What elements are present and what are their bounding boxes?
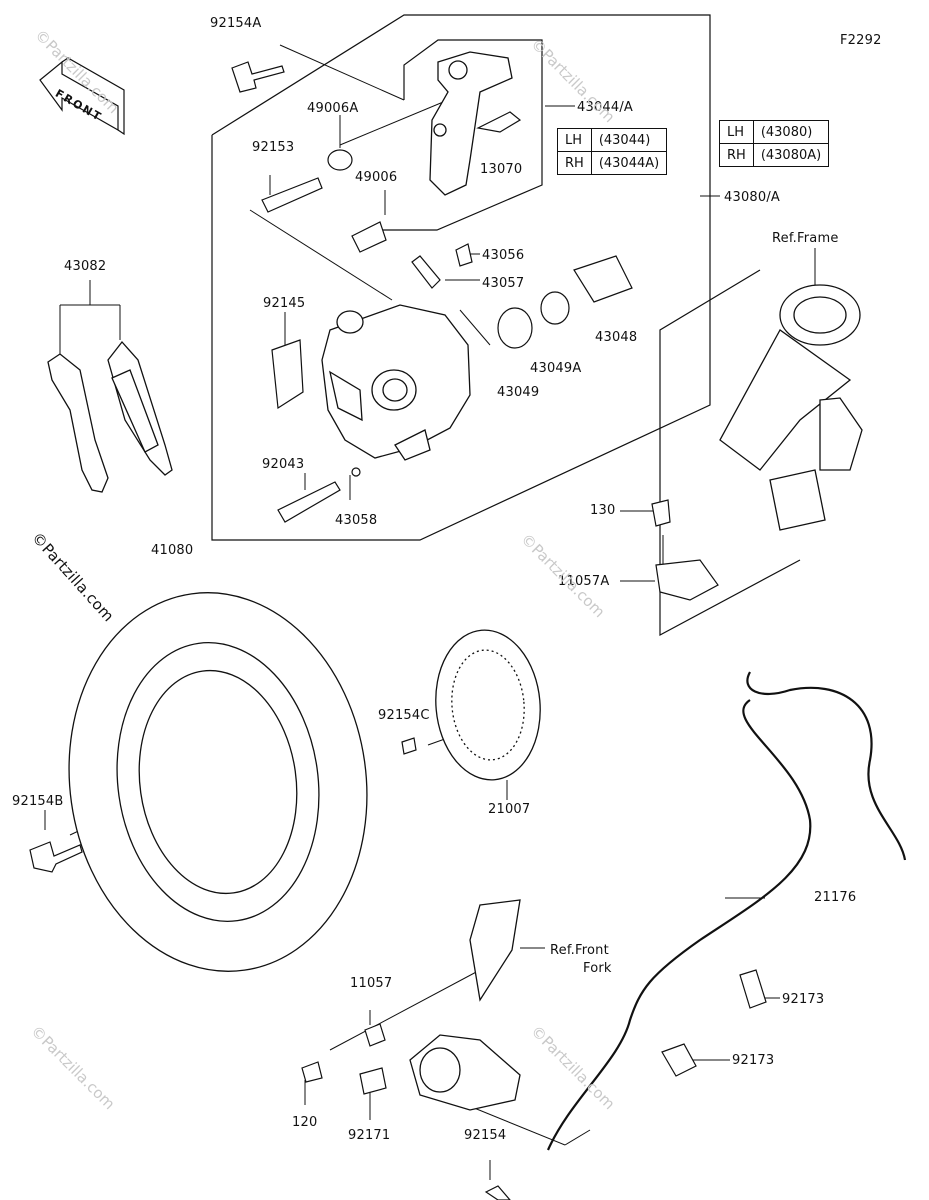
spring-13070-icon [476,111,522,133]
seal-43049-icon [497,307,533,349]
clamp-92173b-icon [661,1043,697,1077]
table-cell: RH [719,143,754,167]
label-43058: 43058 [335,513,378,528]
abs-rotor-icon [435,629,541,781]
grommet-92171-icon [359,1067,387,1095]
label-11057: 11057 [350,976,393,991]
abs-sensor-cable-icon [546,671,907,1151]
label-21176: 21176 [814,890,857,905]
table-row: LH (43080) [719,120,830,144]
table-cell: (43080A) [752,143,830,167]
brake-caliper-icon [321,304,471,461]
ref-frame-label: Ref.Frame [772,231,839,246]
label-92154c: 92154C [378,708,430,723]
brake-disc-icon [68,592,368,972]
table-cell: (43044A) [590,151,668,175]
table-cell: LH [719,120,754,144]
clamp-92173-icon [739,969,767,1009]
brake-pad-icon [47,340,173,493]
label-49006a: 49006A [307,101,359,116]
label-43049: 43049 [497,385,540,400]
label-11057a: 11057A [558,574,610,589]
frame-ref-icon [719,284,863,531]
pin-92043-icon [277,481,341,523]
front-arrow-icon [39,57,125,136]
label-43057: 43057 [482,276,525,291]
clip-43058-icon [351,467,361,477]
table-row: LH (43044) [557,128,668,152]
ref-front-fork-label-line1: Ref.Front [550,943,609,958]
label-92154: 92154 [464,1128,507,1143]
bolt-92154b-icon [29,841,83,873]
pin-92153-icon [261,177,323,213]
label-130: 130 [590,503,616,518]
bolt-120-icon [301,1061,323,1083]
label-43080a: 43080/A [724,190,781,205]
boot-49006-icon [351,221,387,253]
label-92153: 92153 [252,140,295,155]
bolt-92154-icon [484,1185,511,1200]
bracket-lh-rh-table: LH (43044) RH (43044A) [557,128,668,175]
frame-ref-outline [659,269,801,637]
caliper-bracket-icon [429,51,513,196]
boot-49006a-icon [327,149,353,171]
label-13070: 13070 [480,162,523,177]
front-fork-ref-icon [409,899,521,1111]
label-43044a: 43044/A [577,100,634,115]
label-43056: 43056 [482,248,525,263]
label-92145: 92145 [263,296,306,311]
bracket-assembly-outline [380,39,543,231]
label-21007: 21007 [488,802,531,817]
bolt-92154a-icon [231,61,285,93]
label-43082: 43082 [64,259,107,274]
screw-92154c-icon [401,737,417,755]
clamp-11057-icon [364,1023,386,1047]
label-49006: 49006 [355,170,398,185]
label-92154b: 92154B [12,794,64,809]
cap-43057-icon [411,255,441,289]
piston-43048-icon [573,255,633,303]
caliper-lh-rh-table: LH (43080) RH (43080A) [719,120,830,167]
table-cell: (43080) [752,120,830,144]
bolt-130-icon [651,499,671,527]
label-43049a: 43049A [530,361,582,376]
label-92173-upper: 92173 [782,992,825,1007]
ref-front-fork-label-line2: Fork [583,961,612,976]
bracket-11057a-icon [655,559,719,601]
table-cell: RH [557,151,592,175]
label-120: 120 [292,1115,318,1130]
spring-92145-icon [271,339,304,410]
label-92173-lower: 92173 [732,1053,775,1068]
table-cell: LH [557,128,592,152]
table-cell: (43044) [590,128,668,152]
figure-code: F2292 [840,33,882,48]
label-43048: 43048 [595,330,638,345]
label-92154a: 92154A [210,16,262,31]
label-92043: 92043 [262,457,305,472]
caliper-assembly-outline [211,14,711,541]
label-92171: 92171 [348,1128,391,1143]
seal-43049a-icon [540,291,570,325]
bleeder-43056-icon [455,243,473,267]
table-row: RH (43080A) [719,143,830,167]
label-41080: 41080 [151,543,194,558]
table-row: RH (43044A) [557,151,668,175]
